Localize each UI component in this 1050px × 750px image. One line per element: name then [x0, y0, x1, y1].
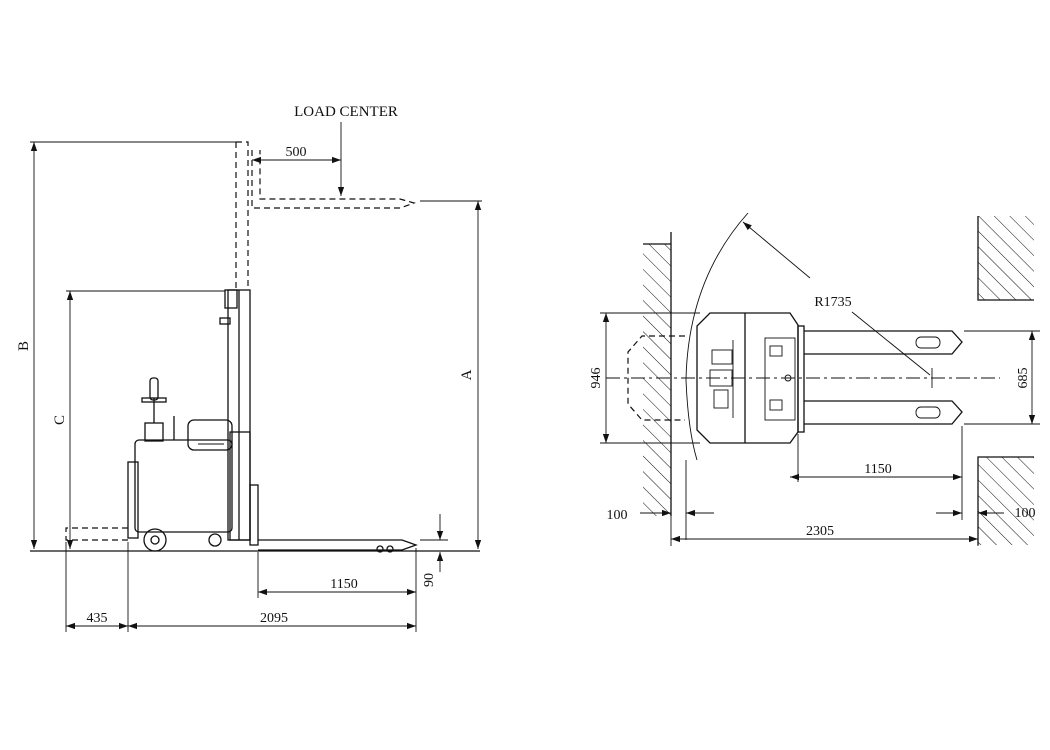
rear-outline-dashed [627, 335, 685, 421]
load-center-label: LOAD CENTER [294, 104, 398, 120]
dim-radius: R1735 [814, 295, 851, 310]
label-b: B [16, 341, 32, 351]
dim-fork-length-side: 1150 [330, 577, 357, 592]
dim-fork-height: 90 [422, 573, 437, 587]
side-view: A B C LOAD CENTER 500 90 1150 435 2095 [16, 104, 482, 632]
dim-load-center: 500 [286, 145, 307, 160]
dim-clearance-left: 100 [607, 508, 628, 523]
wall-right-bottom [977, 456, 1034, 545]
turning-radius-arc [685, 212, 749, 461]
top-view: R1735 946 [589, 212, 1040, 546]
truck-body-top [696, 312, 805, 444]
lowered-forks [258, 539, 418, 553]
dim-fork-length-top: 1150 [864, 462, 891, 477]
dim-aisle-width: 2305 [806, 524, 834, 539]
dim-rear: 435 [87, 611, 108, 626]
label-a: A [459, 369, 475, 380]
wall-right-top [977, 216, 1034, 301]
raised-fork-outline [235, 141, 416, 290]
rear-outriggers [65, 527, 128, 541]
mast [219, 289, 251, 541]
radius-leader [742, 221, 811, 279]
radius-leader-2 [851, 311, 931, 376]
wall-left [643, 232, 672, 516]
forks-top [804, 330, 963, 425]
dim-overall-length: 2095 [260, 611, 288, 626]
label-c: C [52, 415, 68, 425]
dim-clearance-right: 100 [1015, 506, 1036, 521]
truck-body [127, 377, 259, 552]
dim-width: 946 [589, 368, 604, 389]
dim-fork-spread: 685 [1016, 368, 1031, 389]
